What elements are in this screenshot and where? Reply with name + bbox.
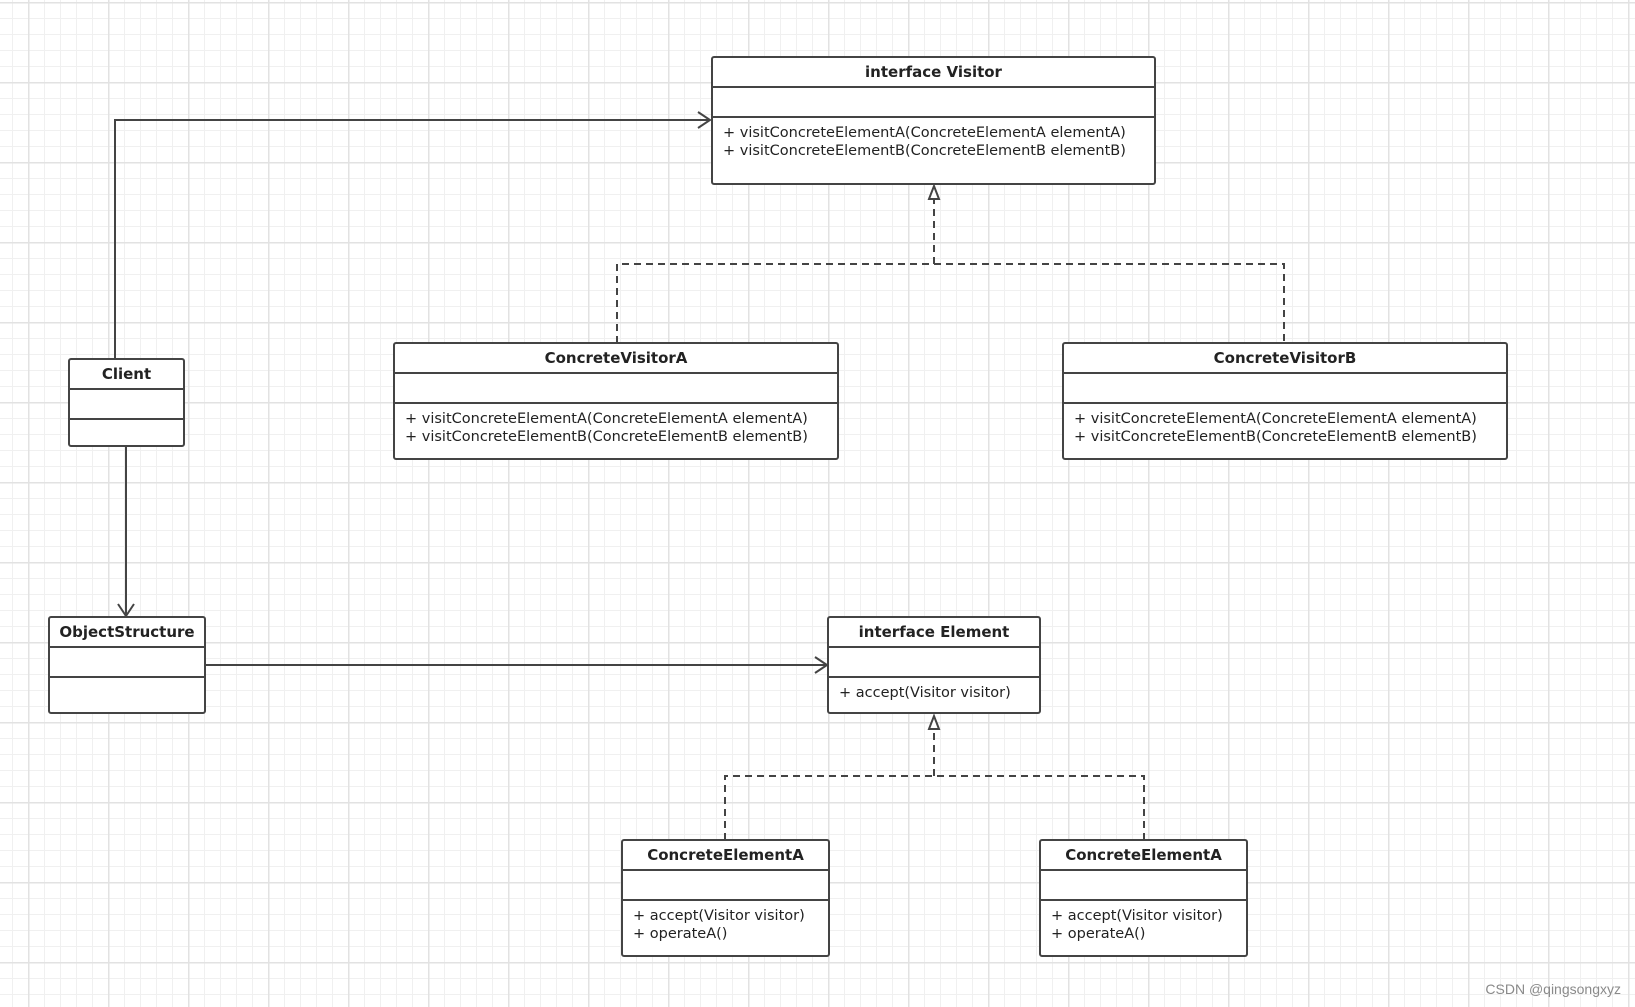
class-title: ConcreteElementA [1041, 841, 1246, 871]
attributes-compartment [395, 374, 837, 404]
class-title: ObjectStructure [50, 618, 204, 648]
class-object-structure[interactable]: ObjectStructure [48, 616, 206, 714]
class-title: Client [70, 360, 183, 390]
operation-visit-b: + visitConcreteElementB(ConcreteElementB… [405, 429, 808, 445]
client-to-visitor-association [114, 119, 710, 359]
operations-compartment: + accept(Visitor visitor) [829, 678, 1039, 712]
element-realization-arrowhead [927, 713, 941, 730]
class-element-interface[interactable]: interface Element + accept(Visitor visit… [827, 616, 1041, 714]
class-client[interactable]: Client [68, 358, 185, 447]
operation-visit-a: + visitConcreteElementA(ConcreteElementA… [405, 411, 808, 427]
operations-compartment [50, 678, 204, 712]
class-visitor-interface[interactable]: interface Visitor + visitConcreteElement… [711, 56, 1156, 185]
attributes-compartment [70, 390, 183, 420]
operation-accept: + accept(Visitor visitor) [839, 685, 1011, 701]
class-title: ConcreteVisitorA [395, 344, 837, 374]
operation-accept: + accept(Visitor visitor) [633, 908, 805, 924]
operations-compartment [70, 420, 183, 445]
operation-operate-a: + operateA() [1051, 926, 1146, 942]
attributes-compartment [50, 648, 204, 678]
class-title: interface Element [829, 618, 1039, 648]
concretevisitora-realization-line [616, 263, 1285, 343]
attributes-compartment [623, 871, 828, 901]
operations-compartment: + accept(Visitor visitor) + operateA() [623, 901, 828, 955]
visitor-realization-arrowhead [927, 183, 941, 200]
operation-visit-a: + visitConcreteElementA(ConcreteElementA… [723, 125, 1126, 141]
class-concrete-visitor-b[interactable]: ConcreteVisitorB + visitConcreteElementA… [1062, 342, 1508, 460]
watermark: CSDN @qingsongxyz [1485, 981, 1621, 997]
operation-visit-b: + visitConcreteElementB(ConcreteElementB… [723, 143, 1126, 159]
class-concrete-visitor-a[interactable]: ConcreteVisitorA + visitConcreteElementA… [393, 342, 839, 460]
operations-compartment: + visitConcreteElementA(ConcreteElementA… [1064, 404, 1506, 458]
class-title: interface Visitor [713, 58, 1154, 88]
operations-compartment: + visitConcreteElementA(ConcreteElementA… [713, 118, 1154, 183]
class-title: ConcreteVisitorB [1064, 344, 1506, 374]
attributes-compartment [1064, 374, 1506, 404]
operation-operate-a: + operateA() [633, 926, 728, 942]
class-concrete-element-right[interactable]: ConcreteElementA + accept(Visitor visito… [1039, 839, 1248, 957]
operation-visit-b: + visitConcreteElementB(ConcreteElementB… [1074, 429, 1477, 445]
attributes-compartment [829, 648, 1039, 678]
client-to-visitor-arrowhead [697, 111, 712, 129]
operation-visit-a: + visitConcreteElementA(ConcreteElementA… [1074, 411, 1477, 427]
attributes-compartment [1041, 871, 1246, 901]
operation-accept: + accept(Visitor visitor) [1051, 908, 1223, 924]
class-concrete-element-left[interactable]: ConcreteElementA + accept(Visitor visito… [621, 839, 830, 957]
operations-compartment: + visitConcreteElementA(ConcreteElementA… [395, 404, 837, 458]
operations-compartment: + accept(Visitor visitor) + operateA() [1041, 901, 1246, 955]
attributes-compartment [713, 88, 1154, 118]
class-title: ConcreteElementA [623, 841, 828, 871]
concreteelement-realization-line [724, 775, 1145, 840]
